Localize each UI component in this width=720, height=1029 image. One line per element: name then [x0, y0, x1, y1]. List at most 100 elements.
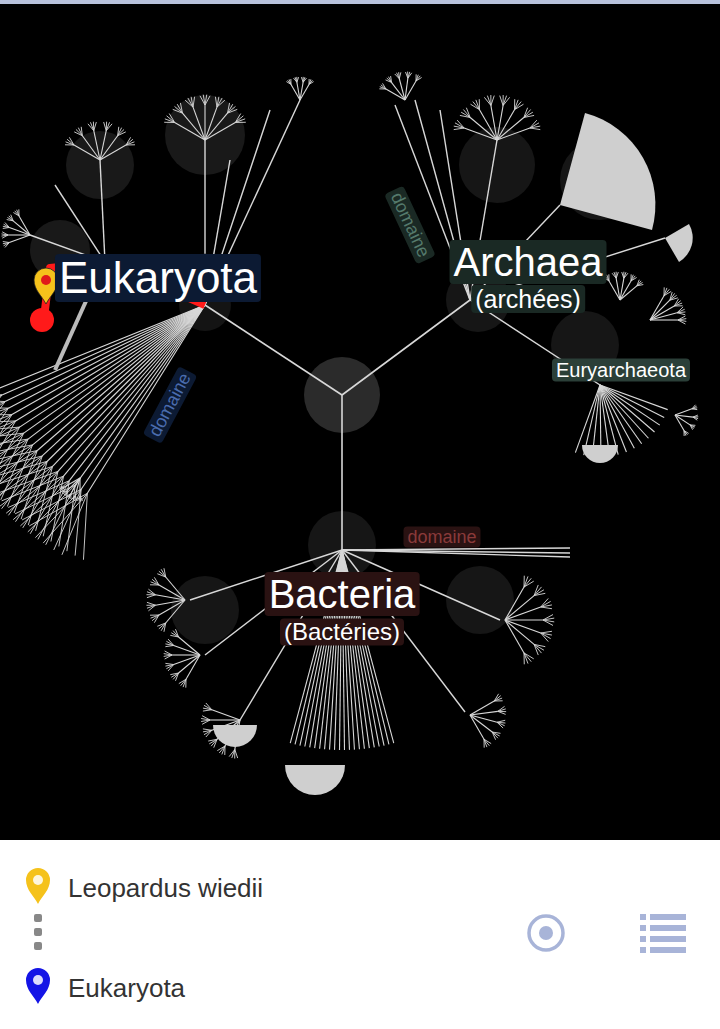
tree-branch: [463, 110, 470, 118]
tree-branch: [391, 76, 392, 83]
tree-branch: [126, 142, 134, 145]
tree-branch: [47, 305, 205, 461]
tree-branch: [470, 711, 498, 715]
tree-branch: [67, 485, 75, 551]
tree-branch: [204, 105, 205, 140]
tree-branch: [515, 102, 522, 110]
tree-branch: [235, 119, 245, 123]
tree-branch: [675, 409, 692, 415]
tree-branch: [202, 720, 210, 724]
tree-branch: [541, 605, 552, 607]
tree-branch: [147, 602, 156, 605]
tree-branch: [118, 132, 126, 136]
tree-branch: [543, 618, 554, 620]
tree-branch: [498, 711, 506, 714]
tree-branch: [541, 607, 552, 609]
tree-branch: [631, 278, 637, 281]
tree-branch: [170, 673, 178, 675]
tree-branch: [174, 645, 200, 655]
tree-branch: [208, 739, 217, 741]
tree-branch: [674, 305, 682, 306]
tree-branch: [455, 123, 464, 128]
tree-branch: [466, 108, 470, 118]
tree-branch: [464, 128, 497, 140]
tree-branch: [505, 596, 534, 620]
tree-branch: [497, 118, 524, 140]
tree-branch: [476, 100, 480, 110]
path-dot: [34, 928, 42, 936]
tree-branch: [205, 96, 210, 105]
clade-name: Euryarchaeota: [552, 359, 690, 382]
route-dot: [30, 308, 54, 332]
tree-branch: [147, 595, 156, 598]
tree-branch: [0, 389, 2, 395]
tree-branch: [383, 83, 386, 89]
rank-label: domaine: [403, 527, 480, 548]
tree-branch: [69, 137, 74, 145]
tree-branch: [492, 732, 495, 740]
tree-branch: [678, 316, 685, 320]
tree-branch: [58, 305, 205, 471]
tree-branch: [505, 620, 541, 633]
tree-branch: [494, 700, 502, 701]
tree-branch: [217, 100, 225, 107]
tree-branch: [203, 729, 212, 730]
tree-branch: [8, 234, 30, 235]
legend-swatch: [26, 868, 50, 904]
tree-branch: [620, 281, 631, 300]
tree-branch: [0, 415, 12, 416]
tree-branch: [165, 651, 172, 655]
tree-branch: [2, 456, 43, 509]
tree-branch: [505, 620, 534, 644]
tree-branch: [342, 300, 470, 395]
tree-branch: [484, 739, 485, 747]
tree-branch: [290, 79, 291, 84]
tree-branch: [202, 716, 210, 720]
tree-branch: [684, 431, 686, 436]
tree-branch: [620, 286, 637, 300]
tree-branch: [416, 78, 422, 81]
tree-branch: [5, 223, 9, 228]
tree-branch: [0, 439, 28, 470]
tree-branch: [174, 655, 200, 665]
tree-branch: [235, 750, 238, 759]
tree-branch: [164, 568, 166, 577]
tree-branch: [0, 395, 2, 432]
tree-branch: [498, 709, 506, 711]
tree-branch: [470, 715, 492, 732]
tree-branch: [205, 305, 342, 395]
tree-branch: [154, 577, 159, 585]
tree-branch: [186, 655, 200, 679]
legend-item: Eukaryota: [0, 963, 480, 1013]
tree-branch: [454, 128, 464, 130]
tree-branch: [19, 216, 30, 235]
tree-branch: [650, 319, 678, 320]
tree-branch: [155, 600, 185, 605]
tree-branch: [650, 306, 674, 320]
tree-branch: [497, 128, 530, 140]
tree-branch: [63, 491, 67, 494]
tree-branch: [13, 221, 30, 235]
tree-branch: [497, 720, 505, 722]
tree-branch: [690, 425, 693, 430]
domain-name: Archaea: [450, 240, 607, 284]
tree-branch: [484, 739, 487, 747]
tree-branch: [624, 273, 628, 278]
tree-branch: [405, 81, 416, 100]
tree-branch: [169, 114, 174, 123]
tree-branch: [541, 633, 551, 639]
tree-branch: [77, 496, 80, 501]
target-icon: [529, 916, 563, 950]
tree-branch: [166, 577, 185, 600]
tree-branch: [408, 73, 412, 78]
tree-branch: [399, 72, 401, 78]
tree-branch: [534, 644, 538, 655]
tree-branch: [212, 710, 240, 720]
tree-branch: [541, 631, 552, 633]
tree-branch: [18, 209, 19, 216]
tree-branch: [83, 493, 87, 559]
tree-branch: [297, 82, 300, 100]
tree-branch: [0, 421, 16, 465]
tree-branch: [37, 305, 205, 450]
tree-branch: [2, 235, 8, 238]
